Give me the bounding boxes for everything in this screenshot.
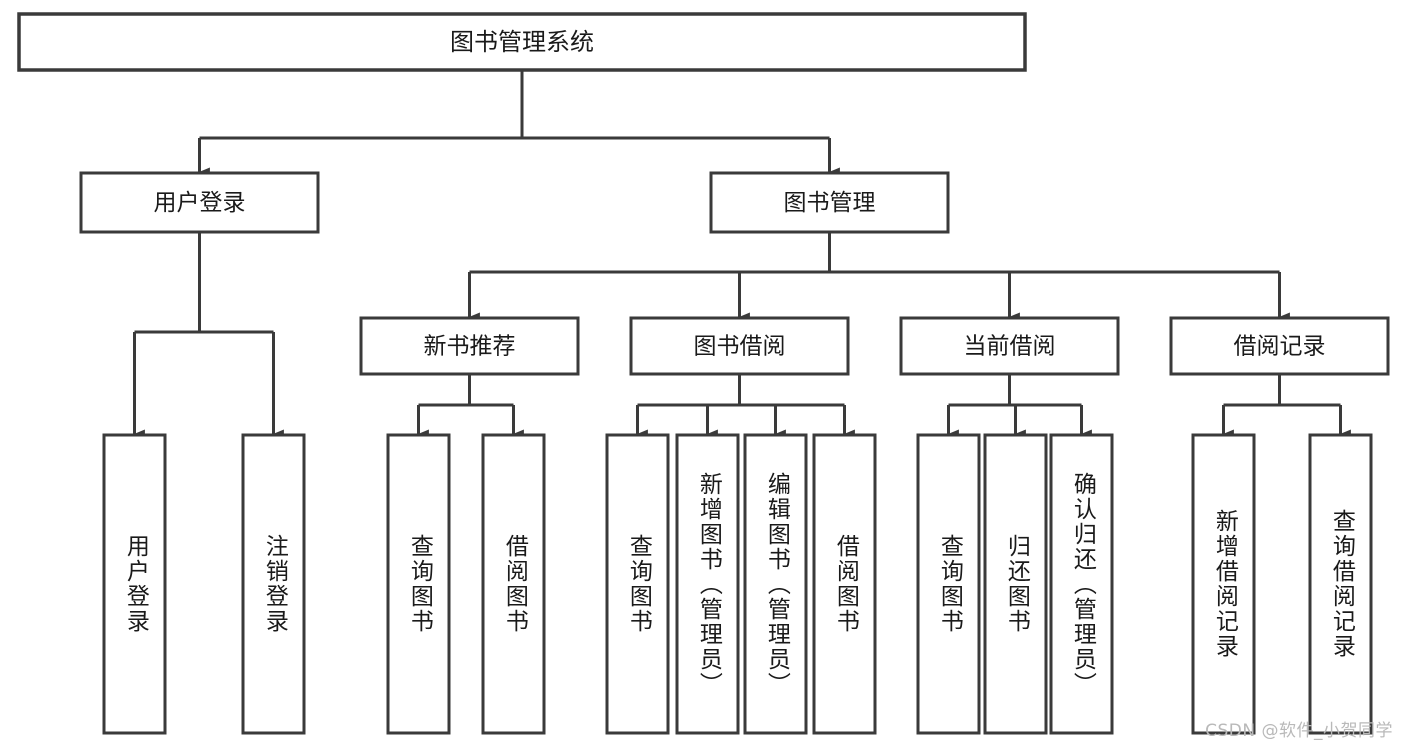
edges-from-current-borrow [947, 374, 1092, 439]
connector-layer [133, 70, 1351, 439]
node-borrow-record[interactable]: 借阅记录 [1169, 316, 1390, 376]
node-label: 新书推荐 [424, 334, 516, 360]
node-box [1049, 433, 1114, 735]
node-book-manage[interactable]: 图书管理 [709, 171, 950, 234]
node-box [481, 433, 546, 735]
edges-from-user-login [133, 232, 284, 439]
node-box [605, 433, 670, 735]
node-leaf-user-login[interactable] [102, 433, 167, 735]
node-box [916, 433, 981, 735]
node-box [241, 433, 306, 735]
csdn-watermark: CSDN @软件_小贺同学 [1205, 721, 1393, 741]
node-leaf-borrow-book-2[interactable] [812, 433, 877, 735]
node-leaf-edit-book-admin[interactable] [743, 433, 808, 735]
node-new-book-recommend[interactable]: 新书推荐 [359, 316, 580, 376]
node-box [899, 316, 1120, 376]
node-box [743, 433, 808, 735]
node-box [675, 433, 740, 735]
node-box [1169, 316, 1390, 376]
node-leaf-confirm-return-admin[interactable] [1049, 433, 1114, 735]
node-leaf-query-borrow-record[interactable] [1308, 433, 1373, 735]
node-box [812, 433, 877, 735]
node-box [17, 12, 1027, 72]
edges-from-book-manage [468, 232, 1290, 322]
node-current-borrow[interactable]: 当前借阅 [899, 316, 1120, 376]
node-user-login[interactable]: 用户登录 [79, 171, 320, 234]
node-label: 图书借阅 [694, 334, 786, 360]
node-leaf-query-book-1[interactable] [386, 433, 451, 735]
node-box [629, 316, 850, 376]
node-leaf-borrow-book-1[interactable] [481, 433, 546, 735]
node-box [709, 171, 950, 234]
node-box [359, 316, 580, 376]
node-leaf-add-book-admin[interactable] [675, 433, 740, 735]
node-label: 图书管理系统 [450, 28, 594, 56]
edges-from-root [198, 70, 840, 177]
edges-from-new-book-recommend [417, 374, 524, 439]
edges-from-book-borrow [636, 374, 855, 439]
node-label: 图书管理 [784, 190, 876, 216]
node-leaf-query-book-2[interactable] [605, 433, 670, 735]
node-leaf-query-book-3[interactable] [916, 433, 981, 735]
node-box [79, 171, 320, 234]
node-box [386, 433, 451, 735]
node-box [102, 433, 167, 735]
node-leaf-logout-login[interactable] [241, 433, 306, 735]
node-label: 借阅记录 [1234, 334, 1326, 360]
node-label: 当前借阅 [964, 334, 1056, 360]
node-root[interactable]: 图书管理系统 [17, 12, 1027, 72]
node-box [1191, 433, 1256, 735]
node-leaf-return-book[interactable] [983, 433, 1048, 735]
node-book-borrow[interactable]: 图书借阅 [629, 316, 850, 376]
node-box [983, 433, 1048, 735]
node-box [1308, 433, 1373, 735]
edges-from-borrow-record [1222, 374, 1351, 439]
node-label: 用户登录 [154, 190, 246, 216]
node-leaf-add-borrow-record[interactable] [1191, 433, 1256, 735]
